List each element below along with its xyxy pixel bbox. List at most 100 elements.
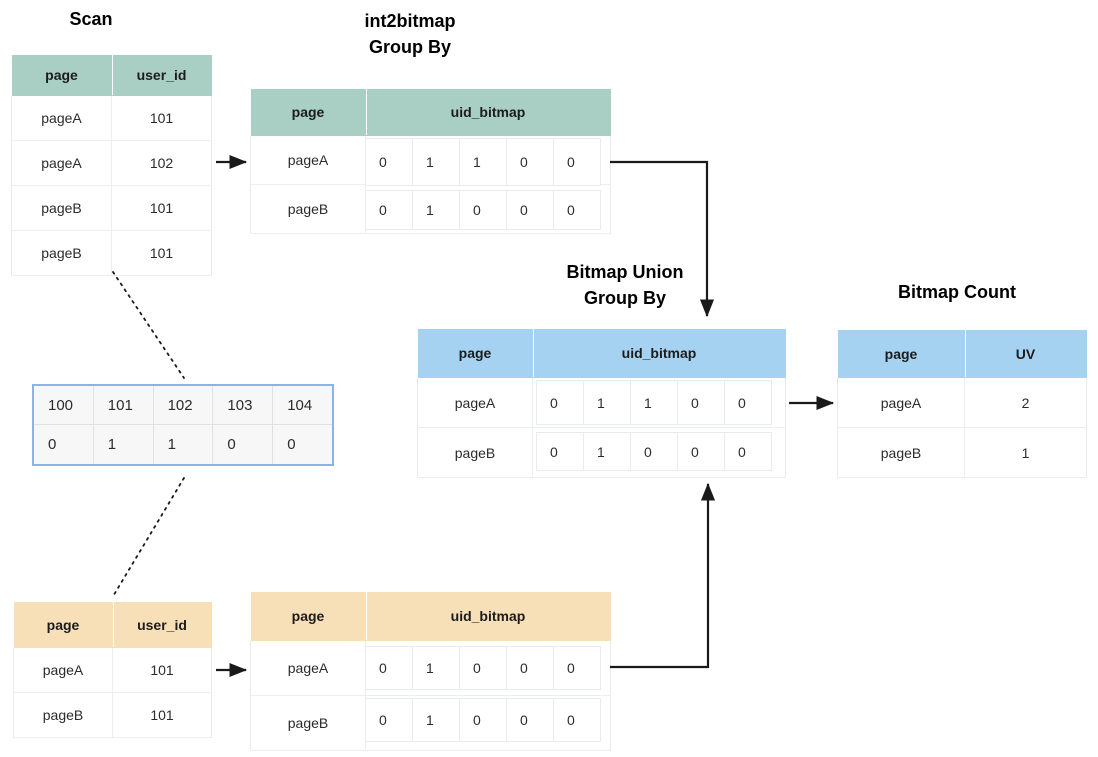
scan-table-bottom: page user_id pageA 101 pageB 101 (13, 601, 212, 738)
cell-page: pageA (11, 95, 112, 141)
column-header-uid-bitmap: uid_bitmap (365, 88, 611, 136)
bit-cell: 0 (677, 432, 725, 471)
int2bitmap-bottom-bitmap-row-0: 0 1 0 0 0 (365, 646, 601, 690)
bit-cell: 0 (553, 190, 601, 230)
bit-cell: 0 (536, 432, 584, 471)
column-header-uid-bitmap: uid_bitmap (532, 328, 786, 378)
table-header-row: page user_id (13, 601, 212, 648)
cell-user-id: 101 (111, 95, 212, 141)
column-header-uid-bitmap: uid_bitmap (365, 591, 611, 641)
bit-cell: 0 (506, 698, 554, 742)
arrow-int2bitmap-bottom-to-union (610, 482, 716, 669)
cell-page: pageA (11, 140, 112, 186)
int2bitmap-bottom-bitmap-row-1: 0 1 0 0 0 (365, 698, 601, 742)
legend-uid-cell: 101 (93, 386, 154, 425)
bit-cell: 0 (553, 138, 601, 186)
cell-user-id: 101 (111, 230, 212, 276)
bitmap-union-bitmap-row-0: 0 1 1 0 0 (536, 380, 772, 425)
cell-page: pageB (13, 692, 113, 738)
table-row: pageA 2 (837, 377, 1087, 428)
table-header-row: page UV (837, 329, 1087, 378)
bit-cell: 0 (724, 380, 772, 425)
bit-cell: 0 (459, 698, 507, 742)
column-header-page: page (11, 54, 112, 96)
column-header-user-id: user_id (112, 601, 212, 648)
cell-page: pageB (417, 427, 533, 478)
bit-cell: 1 (630, 380, 678, 425)
table-header-row: page uid_bitmap (250, 88, 611, 136)
column-header-uv: UV (964, 329, 1087, 378)
cell-page: pageB (11, 230, 112, 276)
legend-bit-cell: 0 (213, 425, 274, 464)
bit-cell: 0 (536, 380, 584, 425)
legend-uid-cell: 102 (153, 386, 214, 425)
bit-cell: 0 (630, 432, 678, 471)
legend-bit-cell: 0 (34, 425, 94, 464)
bitmap-union-bitmap-row-1: 0 1 0 0 0 (536, 432, 772, 471)
bit-cell: 1 (412, 646, 460, 690)
table-header-row: page uid_bitmap (417, 328, 786, 378)
table-row: pageA 101 (13, 647, 212, 693)
cell-uv: 2 (964, 377, 1087, 428)
title-bitmap-count: Bitmap Count (898, 282, 1016, 302)
cell-page: pageA (837, 377, 965, 428)
bit-cell: 1 (412, 138, 460, 186)
column-header-page: page (250, 88, 366, 136)
column-header-page: page (250, 591, 366, 641)
cell-page: pageB (11, 185, 112, 231)
uid-bitmap-legend: 100 101 102 103 104 0 1 1 0 0 (32, 384, 334, 466)
bit-cell: 1 (412, 698, 460, 742)
column-header-page: page (837, 329, 965, 378)
bit-cell: 0 (365, 190, 413, 230)
cell-user-id: 101 (111, 185, 212, 231)
legend-uid-cell: 104 (273, 386, 332, 425)
bit-cell: 1 (583, 432, 631, 471)
title-int2bitmap: int2bitmap Group By (364, 11, 456, 58)
legend-bit-cell: 0 (287, 436, 296, 453)
bit-cell: 1 (412, 190, 460, 230)
cell-page: pageA (417, 377, 533, 428)
table-row: pageB 101 (13, 692, 212, 738)
cell-page: pageA (250, 135, 366, 185)
legend-bit-cell: 1 (94, 425, 154, 464)
bit-cell: 0 (365, 646, 413, 690)
bit-cell: 0 (459, 190, 507, 230)
cell-page: pageB (250, 695, 366, 751)
title-bitmap-union: Bitmap Union Group By (566, 262, 684, 309)
bit-cell: 0 (365, 698, 413, 742)
cell-page: pageB (837, 427, 965, 478)
column-header-page: page (13, 601, 113, 648)
legend-bit-cell: 1 (154, 425, 214, 464)
table-row: pageA 102 (11, 140, 212, 186)
legend-bit-row: 0 1 1 0 0 (34, 425, 332, 464)
table-row: pageB 101 (11, 230, 212, 276)
legend-uid-cell: 103 (213, 386, 274, 425)
bit-cell: 0 (506, 138, 554, 186)
column-header-user-id: user_id (111, 54, 212, 96)
title-scan: Scan (69, 9, 113, 29)
bit-cell: 0 (459, 646, 507, 690)
dotted-connector-bottom (111, 477, 185, 599)
bit-cell: 1 (583, 380, 631, 425)
scan-table: page user_id pageA 101 pageA 102 pageB 1… (11, 54, 212, 276)
cell-user-id: 102 (111, 140, 212, 186)
bit-cell: 0 (553, 698, 601, 742)
bit-cell: 0 (553, 646, 601, 690)
int2bitmap-bitmap-row-1: 0 1 0 0 0 (365, 190, 601, 230)
table-row: pageB 1 (837, 427, 1087, 478)
bit-cell: 0 (365, 138, 413, 186)
cell-uv: 1 (964, 427, 1087, 478)
legend-uid-row: 100 101 102 103 104 (34, 386, 332, 425)
bit-cell: 0 (724, 432, 772, 471)
column-header-page: page (417, 328, 533, 378)
bit-cell: 0 (506, 190, 554, 230)
int2bitmap-bitmap-row-0: 0 1 1 0 0 (365, 138, 601, 186)
cell-page: pageA (13, 647, 113, 693)
bit-cell: 0 (506, 646, 554, 690)
table-header-row: page user_id (11, 54, 212, 96)
cell-page: pageA (250, 640, 366, 696)
bit-cell: 0 (677, 380, 725, 425)
table-header-row: page uid_bitmap (250, 591, 611, 641)
cell-user-id: 101 (112, 647, 212, 693)
